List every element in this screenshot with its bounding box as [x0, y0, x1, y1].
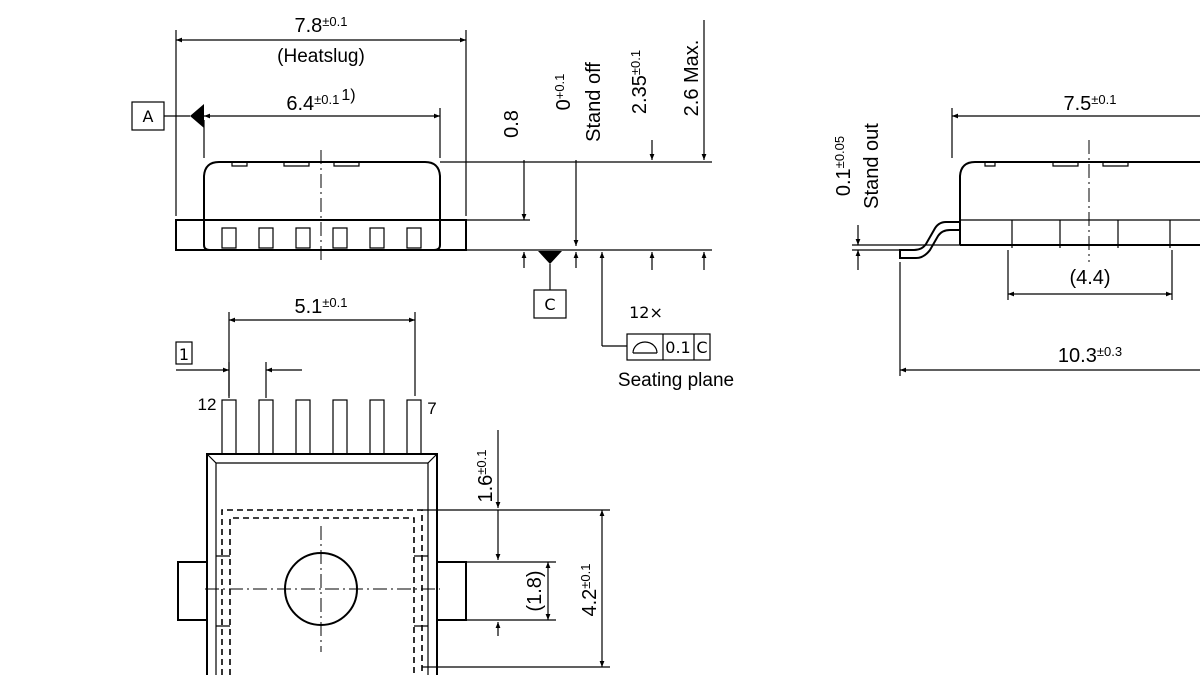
body-top-notches [231, 162, 360, 167]
datum-a-label: A [143, 107, 154, 126]
datum-a-triangle [190, 104, 204, 128]
right-side-view: 7.5±0.1 0.1±0.05 Stand out (4.4) 10.3±0.… [832, 92, 1200, 376]
dim-0-8-label: 0.8 [501, 110, 523, 138]
flatness-frame [626, 333, 711, 361]
slug-height-label: 4.2±0.1 [578, 563, 601, 616]
max-height-label: 2.6 Max. [681, 40, 703, 117]
datum-c-triangle [538, 251, 562, 264]
left-tab [177, 561, 207, 621]
standout-label: Stand out [861, 123, 883, 209]
pin-one-box [175, 341, 193, 365]
heatslug-width-label: 7.8±0.1 [294, 14, 347, 37]
slug-offset-label: 1.6±0.1 [474, 449, 497, 502]
slug-ref-label: (1.8) [524, 570, 546, 611]
flatness-value: 0.1 [665, 338, 690, 357]
right-tab [437, 561, 467, 621]
heatslug-dashed-outline [221, 509, 423, 675]
flatness-datum: C [696, 338, 707, 357]
standoff-label: Stand off [583, 62, 605, 142]
standoff-value-label: 0+0.1 [552, 74, 575, 111]
top-view: 5.1±0.1 1 12 7 1.6±0.1 (1.8) 4.2±0.1 [175, 295, 610, 675]
pin-7-label: 7 [427, 399, 436, 418]
standout-value-label: 0.1±0.05 [832, 136, 855, 196]
pin-span-label: 5.1±0.1 [294, 295, 347, 318]
overall-width-label: 10.3±0.3 [1058, 344, 1122, 367]
inner-ref-label: (4.4) [1069, 267, 1110, 289]
datum-c-box [533, 289, 567, 319]
seating-plane-label: Seating plane [618, 370, 734, 391]
side-width-label: 7.5±0.1 [1063, 92, 1116, 115]
pin-one-marker: 1 [179, 345, 189, 364]
seating-count-label: 12× [629, 303, 663, 322]
heatslug-label: (Heatslug) [277, 46, 365, 67]
side-body-outline [959, 161, 1200, 245]
gull-wing-lead [899, 221, 960, 259]
package-body-outline [203, 161, 441, 251]
lead-feet [221, 227, 422, 249]
top-view-pins [221, 399, 422, 455]
flatness-symbol [632, 341, 658, 354]
datum-c-label: C [544, 295, 555, 314]
top-body-outline [206, 453, 438, 675]
pin-12-label: 12 [198, 395, 217, 414]
height-label: 2.35±0.1 [628, 50, 651, 114]
